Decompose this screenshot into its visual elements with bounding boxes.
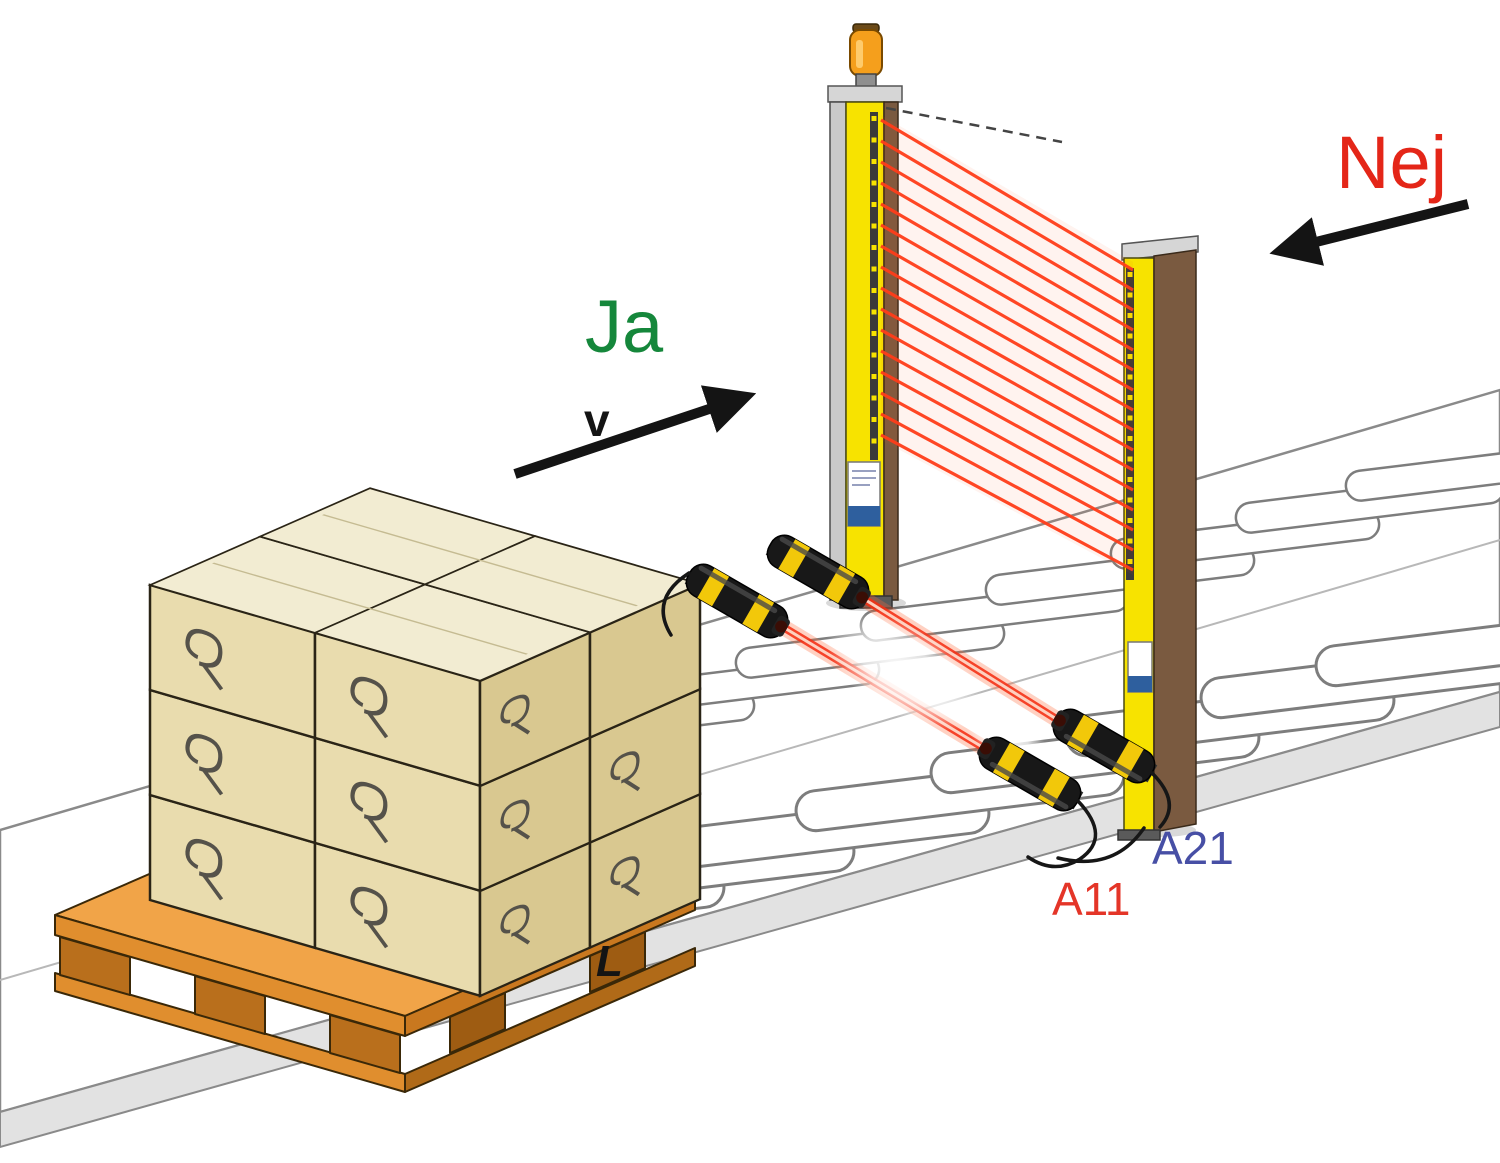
curtain-beam (880, 286, 1134, 432)
allowed-direction-arrow (513, 385, 757, 479)
curtain-beam (880, 433, 1134, 572)
beacon-lamp-icon (849, 29, 883, 77)
carton-stack (147, 487, 703, 998)
light-curtain-transmitter-post (826, 23, 906, 611)
curtain-beam (880, 160, 1134, 312)
curtain-beam (880, 391, 1134, 532)
muting-sensor-rear-label: A21 (1152, 822, 1234, 874)
curtain-beam (880, 202, 1134, 352)
emitter-window-strip (870, 112, 878, 460)
receiver-window-strip (1126, 268, 1134, 580)
curtain-beam (880, 328, 1134, 472)
curtain-beam (880, 181, 1134, 332)
curtain-beam (880, 223, 1134, 372)
cable (1026, 799, 1098, 869)
curtain-beam (880, 118, 1134, 272)
light-curtain-beams (880, 118, 1134, 572)
post-cap (827, 85, 903, 103)
carton-flap-seam (212, 514, 638, 655)
curtain-beam (880, 307, 1134, 452)
beacon-stem (855, 73, 877, 88)
post-left-face (829, 101, 847, 601)
light-curtain-receiver-post (1117, 235, 1199, 841)
post-side-face (1153, 249, 1197, 833)
velocity-label: v (584, 394, 610, 446)
pallet-bottom-board-side (404, 947, 696, 1093)
muting-sensor-front-label: A11 (1052, 873, 1130, 925)
post-label-badge (1128, 676, 1152, 692)
denied-direction-label: Nej (1336, 121, 1447, 204)
cable (1056, 826, 1146, 864)
beam-flare (826, 613, 984, 731)
curtain-haze (881, 115, 1133, 575)
curtain-beam (880, 265, 1134, 412)
allowed-direction-label: Ja (585, 285, 664, 368)
length-label: L (596, 937, 623, 986)
curtain-beam (880, 412, 1134, 552)
curtain-beam (880, 349, 1134, 492)
post-label-lines (852, 470, 876, 486)
annotations: Ja v Nej A11 A21 L (513, 121, 1470, 986)
carton-side-faces (478, 582, 702, 998)
curtain-beam (880, 244, 1134, 392)
cable (661, 571, 691, 637)
beacon-highlight (856, 40, 863, 68)
post-label-badge (848, 506, 880, 526)
cable (1150, 771, 1172, 829)
denied-direction-arrow (1269, 199, 1470, 266)
curtain-beam (880, 139, 1134, 292)
curtain-beam (880, 370, 1134, 512)
beam-axis-dashed-line (885, 106, 1063, 144)
sensor-cables (661, 571, 1172, 869)
muting-beam-core (862, 597, 1060, 722)
carton-top-faces (147, 487, 703, 682)
